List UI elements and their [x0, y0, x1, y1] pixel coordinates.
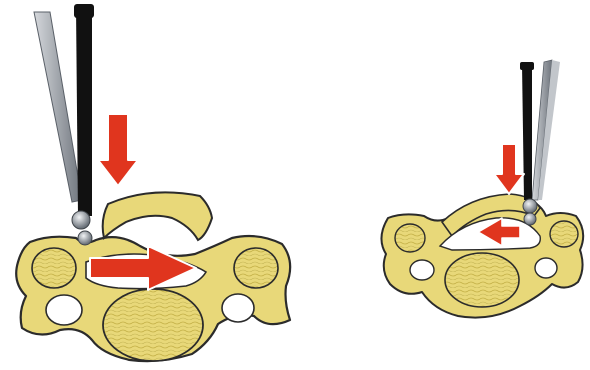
right-lateral-mass-l: [395, 224, 425, 252]
right-foramen-r: [535, 258, 557, 278]
right-down-arrow: [494, 144, 524, 194]
right-lateral-mass-r: [550, 221, 578, 247]
left-surgical-tool: [34, 4, 94, 245]
left-lamina-fragment: [103, 192, 212, 240]
right-vertebral-body: [445, 253, 519, 307]
left-panel: [16, 4, 290, 361]
left-lateral-mass-l: [32, 248, 76, 288]
left-lateral-mass-r: [234, 248, 278, 288]
left-foramen-r: [222, 294, 254, 322]
left-down-arrow: [98, 114, 138, 186]
left-foramen-l: [46, 295, 82, 325]
right-surgical-tool: [520, 60, 560, 225]
right-panel: [381, 60, 583, 318]
right-foramen-l: [410, 260, 434, 280]
left-vertebral-body: [103, 289, 203, 361]
